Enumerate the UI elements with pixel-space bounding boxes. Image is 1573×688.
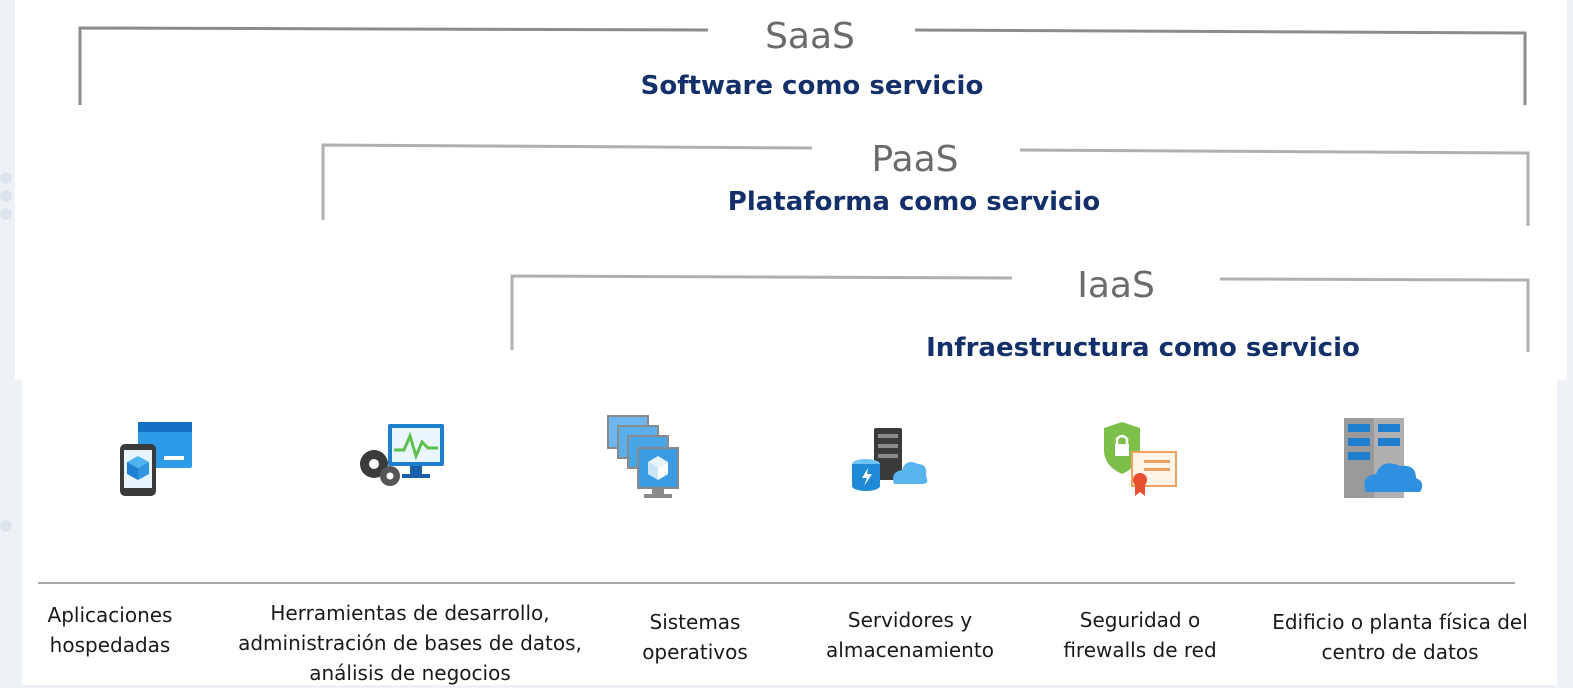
caption-hosted-apps: Aplicaciones hospedadas [47, 603, 173, 657]
caption-dev-tools: Herramientas de desarrollo, administraci… [238, 601, 582, 685]
datacenter-icon [1344, 418, 1423, 498]
saas-bracket-right [914, 28, 1527, 105]
iaas-bracket [510, 274, 1013, 350]
iaas-acronym: IaaS [1077, 265, 1155, 306]
saas-acronym: SaaS [765, 16, 855, 57]
security-firewall-icon [1104, 422, 1177, 496]
saas-bracket [78, 26, 709, 105]
caption-operating-systems: Sistemas operativos [642, 610, 748, 664]
components-panel [22, 380, 1557, 685]
iaas-bracket-right [1219, 277, 1530, 352]
dev-tools-icon [360, 424, 444, 486]
servers-storage-icon [852, 428, 928, 491]
divider-line [38, 582, 1515, 584]
decorative-dot [0, 520, 12, 532]
paas-name: Plataforma como servicio [727, 187, 1101, 217]
iaas-name: Infraestructura como servicio [926, 333, 1360, 363]
caption-servers-storage: Servidores y almacenamiento [826, 608, 994, 662]
decorative-dot [0, 172, 12, 184]
operating-systems-icon [607, 415, 679, 498]
hosted-apps-icon [120, 422, 192, 496]
paas-bracket-right [1019, 148, 1530, 226]
paas-bracket [321, 143, 813, 220]
caption-datacenter: Edificio o planta física del centro de d… [1272, 610, 1528, 664]
tiers-panel [15, 0, 1567, 380]
paas-acronym: PaaS [871, 139, 959, 180]
caption-security-firewall: Seguridad o firewalls de red [1063, 608, 1217, 662]
saas-name: Software como servicio [640, 71, 984, 101]
decorative-dot [0, 208, 12, 220]
decorative-dot [0, 190, 12, 202]
